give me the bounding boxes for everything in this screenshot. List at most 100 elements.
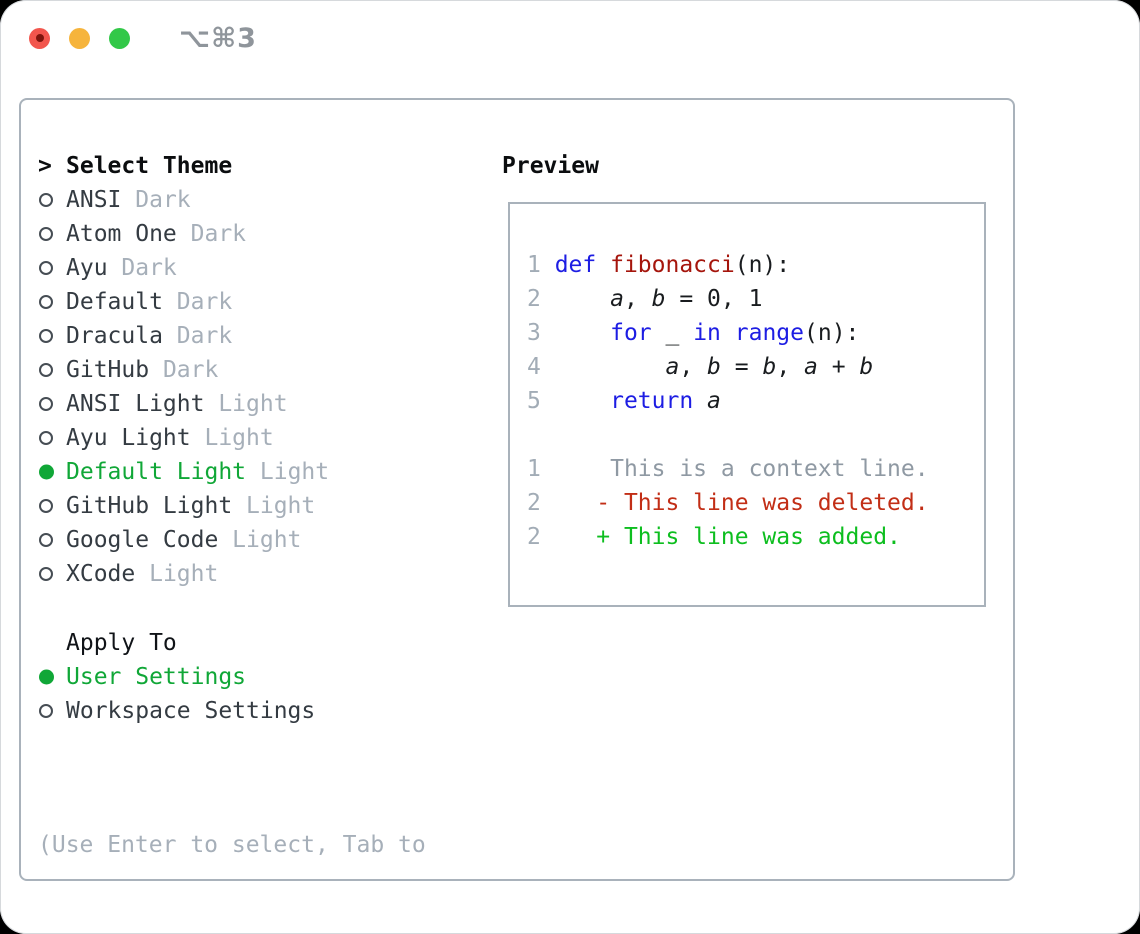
line-number [527,422,541,448]
option-label: XCode [66,561,150,587]
code-token-pl: = [720,354,763,380]
minimize-button[interactable] [69,27,90,49]
code-token-kw: def [554,252,611,278]
close-button[interactable] [29,27,50,49]
radio-selected-icon [38,660,66,694]
option-label: Google Code [66,527,233,553]
theme-option[interactable]: GitHub Dark [38,353,329,387]
theme-option[interactable]: ANSI Dark [38,183,329,217]
preview-title: Preview [502,153,599,179]
option-label: Ayu Light [66,425,205,451]
radio-unselected-icon [38,421,66,455]
prompt-icon: > [38,153,52,179]
option-label: Default [66,289,177,315]
line-number: 2 [527,524,555,550]
line-number: 2 [527,490,555,516]
theme-option[interactable]: Default Light Light [38,455,329,489]
option-label: GitHub Light [66,493,247,519]
line-number: 1 [527,252,555,278]
close-indicator-icon [35,34,44,42]
code-token-var: b [859,354,874,380]
radio-unselected-icon [38,694,66,728]
option-variant-label: Light [246,493,316,519]
line-number: 4 [527,354,555,380]
option-label: Workspace Settings [66,698,316,724]
code-token-var: b [762,354,777,380]
option-variant-label: Dark [190,221,247,247]
radio-unselected-icon [38,183,66,217]
code-token-kw: for [610,320,652,346]
option-variant-label: Light [204,425,274,451]
code-line: 2 + This line was added. [527,520,978,554]
apply-option[interactable]: Workspace Settings [38,694,315,728]
theme-option[interactable]: GitHub Light Light [38,489,329,523]
code-token-pl [555,354,666,380]
radio-unselected-icon [38,285,66,319]
theme-option[interactable]: Ayu Dark [38,251,329,285]
line-number: 5 [527,388,555,414]
code-token-pl [555,286,610,312]
option-variant-label: Light [218,391,288,417]
option-variant-label: Dark [176,289,233,315]
select-theme-header: > Select Theme [38,149,329,183]
option-variant-label: Dark [121,255,177,281]
option-label: Dracula [66,323,177,349]
code-line: 1 def fibonacci(n): [527,248,978,282]
code-token-var: a [610,286,624,312]
code-token-kw: in [693,320,721,346]
code-token-pl: + [817,354,860,380]
hint-line-2: change focus) [38,930,426,934]
option-variant-label: Dark [162,357,219,383]
code-line: 3 for _ in range(n): [527,316,978,350]
select-theme-title: Select Theme [66,153,233,179]
code-line: 2 - This line was deleted. [527,486,978,520]
theme-option[interactable]: Atom One Dark [38,217,329,251]
window-shortcut-label: ⌥⌘3 [179,22,257,54]
line-number: 2 [527,286,555,312]
option-variant-label: Light [232,527,302,553]
theme-option[interactable]: Dracula Dark [38,319,329,353]
code-token-pl: (n): [804,320,860,346]
code-token-pl [555,388,610,414]
code-token-var: a [665,354,680,380]
radio-unselected-icon [38,489,66,523]
option-variant-label: Light [259,459,330,485]
theme-option[interactable]: Google Code Light [38,523,329,557]
theme-option[interactable]: Ayu Light Light [38,421,329,455]
option-variant-label: Light [149,561,219,587]
theme-option[interactable]: Default Dark [38,285,329,319]
option-label: Default Light [66,459,260,485]
zoom-button[interactable] [109,27,130,49]
code-line [527,418,978,452]
code-token-var: b [707,354,721,380]
apply-to-spacer [38,626,66,660]
theme-option[interactable]: ANSI Light Light [38,387,329,421]
hint-line-1: (Use Enter to select, Tab to [38,832,426,858]
code-token-pl: = 0, 1 [665,286,763,312]
theme-option[interactable]: XCode Light [38,557,329,591]
code-line: 4 a, b = b, a + b [527,350,978,384]
apply-to-header: Apply To [38,626,315,660]
hint-text: (Use Enter to select, Tab to change focu… [38,760,426,934]
radio-unselected-icon [38,557,66,591]
code-token-kw: return [610,388,694,414]
code-token-var: a [804,354,818,380]
option-label: Atom One [66,221,191,247]
radio-unselected-icon [38,353,66,387]
code-token-add: + This line was added. [554,524,901,550]
line-number: 1 [527,456,555,482]
option-variant-label: Dark [176,323,233,349]
code-token-fn: fibonacci [610,252,735,278]
apply-to-title: Apply To [66,630,177,656]
apply-option[interactable]: User Settings [38,660,315,694]
radio-unselected-icon [38,251,66,285]
code-token-var: b [651,286,666,312]
option-label: GitHub [66,357,163,383]
code-token-var: a [707,388,721,414]
titlebar: ⌥⌘3 [0,0,1140,76]
